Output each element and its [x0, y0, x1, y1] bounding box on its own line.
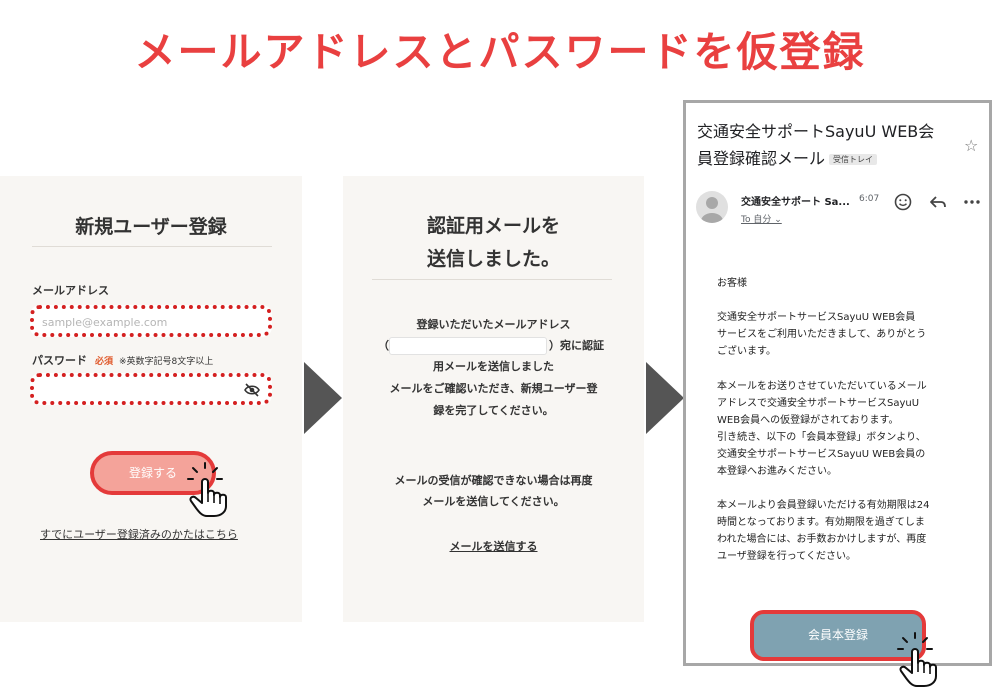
smiley-icon[interactable] — [894, 193, 912, 211]
paragraph-2-line-5: 交通安全サポートサービスSayuU WEB会員の — [717, 449, 926, 460]
confirm-registration-button[interactable]: 会員本登録 — [750, 610, 926, 661]
registration-heading: 新規ユーザー登録 — [75, 216, 227, 238]
email-paragraph-2: 本メールをお送りさせていただいているメール アドレスで交通安全サポートサービスS… — [717, 378, 967, 480]
email-paragraph-1: 交通安全サポートサービスSayuU WEB会員 サービスをご利用いただきまして、… — [717, 309, 967, 360]
star-icon[interactable]: ☆ — [964, 136, 979, 155]
email-subject: 交通安全サポートSayuU WEB会 員登録確認メール受信トレイ — [697, 118, 959, 173]
register-button-label: 登録する — [128, 466, 177, 480]
paragraph-3-line-4: ユーザ登録を行ってください。 — [717, 551, 856, 562]
avatar — [696, 191, 728, 223]
existing-user-link[interactable]: すでにユーザー登録済みのかたはこちら — [40, 528, 238, 541]
sender-name[interactable]: 交通安全サポート Sa... — [741, 197, 850, 208]
email-panel — [683, 100, 992, 666]
confirmation-heading-line1: 認証用メールを — [426, 215, 560, 237]
password-label-row: パスワード必須 ※英数字記号8文字以上 — [32, 352, 213, 368]
pointing-hand-icon — [897, 632, 937, 687]
paragraph-2-line-2: アドレスで交通安全サポートサービスSayuU — [717, 398, 920, 409]
inbox-badge[interactable]: 受信トレイ — [829, 154, 878, 165]
confirmation-heading: 認証用メールを 送信しました。 — [343, 210, 644, 276]
paragraph-2-line-1: 本メールをお送りさせていただいているメール — [717, 381, 927, 392]
paragraph-3-line-2: 時間となっております。有効期限を過ぎてしま — [717, 517, 925, 528]
email-subject-line1: 交通安全サポートSayuU WEB会 — [697, 122, 935, 141]
message-line-5: 録を完了してください。 — [433, 404, 554, 417]
confirmation-heading-line2: 送信しました。 — [426, 248, 560, 270]
email-label: メールアドレス — [32, 284, 109, 297]
paragraph-2-line-4: 引き続き、以下の「会員本登録」ボタンより、 — [717, 432, 926, 443]
paragraph-3-line-1: 本メールより会員登録いただける有効期限は24 — [717, 500, 930, 511]
heading-divider — [32, 246, 272, 247]
paragraph-3-line-3: われた場合には、お手数おかけしますが、再度 — [717, 534, 927, 545]
message-line-1: 登録いただいたメールアドレス — [416, 318, 571, 331]
email-placeholder: sample@example.com — [42, 316, 168, 329]
email-subject-line2-row: 員登録確認メール受信トレイ — [697, 145, 959, 173]
email-time: 6:07 — [859, 194, 880, 204]
more-dots-icon[interactable] — [964, 199, 980, 205]
message-line-4: メールをご確認いただき、新規ユーザー登 — [389, 382, 598, 395]
confirm-button-label: 会員本登録 — [807, 628, 868, 642]
heading-divider-2 — [372, 279, 612, 280]
note-line-2: メールを送信してください。 — [422, 495, 565, 508]
register-button[interactable]: 登録する — [90, 451, 216, 495]
paragraph-2-line-6: 本登録へお進みください。 — [717, 466, 837, 477]
message-line-3: 用メールを送信しました — [433, 360, 554, 373]
recipient-toggle[interactable]: To 自分 ⌄ — [741, 215, 782, 225]
message-paren-open: （ — [378, 339, 389, 352]
resend-email-link[interactable]: メールを送信する — [449, 540, 538, 553]
password-field[interactable] — [30, 373, 272, 405]
email-paragraph-3: 本メールより会員登録いただける有効期限は24 時間となっております。有効期限を過… — [717, 497, 967, 565]
paragraph-1-line-1: 交通安全サポートサービスSayuU WEB会員 — [717, 312, 916, 323]
reply-icon[interactable] — [929, 194, 947, 210]
email-field[interactable]: sample@example.com — [30, 305, 272, 337]
next-step-arrow-1 — [304, 362, 342, 434]
email-address-placeholder-box — [389, 337, 547, 355]
password-hint: ※英数字記号8文字以上 — [119, 357, 214, 367]
confirmation-panel — [343, 176, 644, 622]
paragraph-1-line-2: サービスをご利用いただきまして、ありがとう — [717, 329, 927, 340]
next-step-arrow-2 — [646, 362, 684, 434]
email-subject-line2: 員登録確認メール — [697, 149, 826, 168]
page-title: メールアドレスとパスワードを仮登録 — [134, 28, 866, 76]
note-line-1: メールの受信が確認できない場合は再度 — [394, 474, 593, 487]
paragraph-1-line-3: ございます。 — [717, 346, 776, 357]
required-badge: 必須 — [95, 357, 114, 367]
email-greeting: お客様 — [717, 278, 747, 289]
eye-slash-icon[interactable] — [244, 383, 260, 397]
pointing-hand-icon — [187, 462, 227, 517]
paragraph-2-line-3: WEB会員への仮登録がされております。 — [717, 415, 899, 426]
password-label: パスワード — [32, 354, 87, 367]
message-line-2-tail: ）宛に認証 — [549, 339, 604, 352]
